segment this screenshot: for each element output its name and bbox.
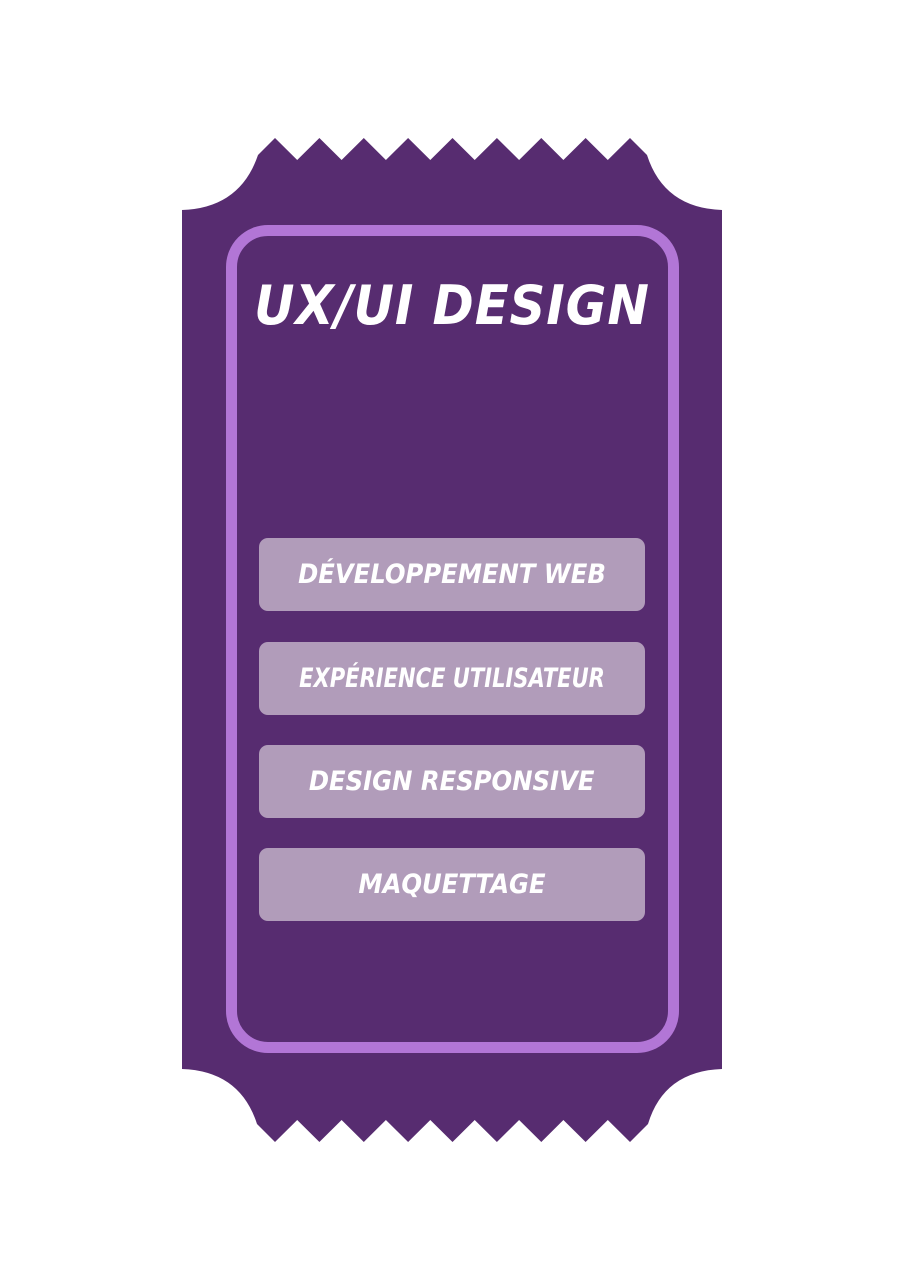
ticket-title: UX/UI DESIGN bbox=[254, 274, 650, 337]
skill-badge-web-development: DÉVELOPPEMENT WEB bbox=[259, 538, 645, 611]
ticket-inner-frame bbox=[226, 225, 679, 1053]
skill-badge-mockup: MAQUETTAGE bbox=[259, 848, 645, 921]
skill-badge-responsive-design: DESIGN RESPONSIVE bbox=[259, 745, 645, 818]
skill-label: EXPÉRIENCE UTILISATEUR bbox=[299, 663, 605, 694]
skill-label: MAQUETTAGE bbox=[358, 869, 546, 900]
skill-label: DÉVELOPPEMENT WEB bbox=[298, 559, 606, 590]
skill-label: DESIGN RESPONSIVE bbox=[309, 766, 595, 797]
skill-badge-user-experience: EXPÉRIENCE UTILISATEUR bbox=[259, 642, 645, 715]
